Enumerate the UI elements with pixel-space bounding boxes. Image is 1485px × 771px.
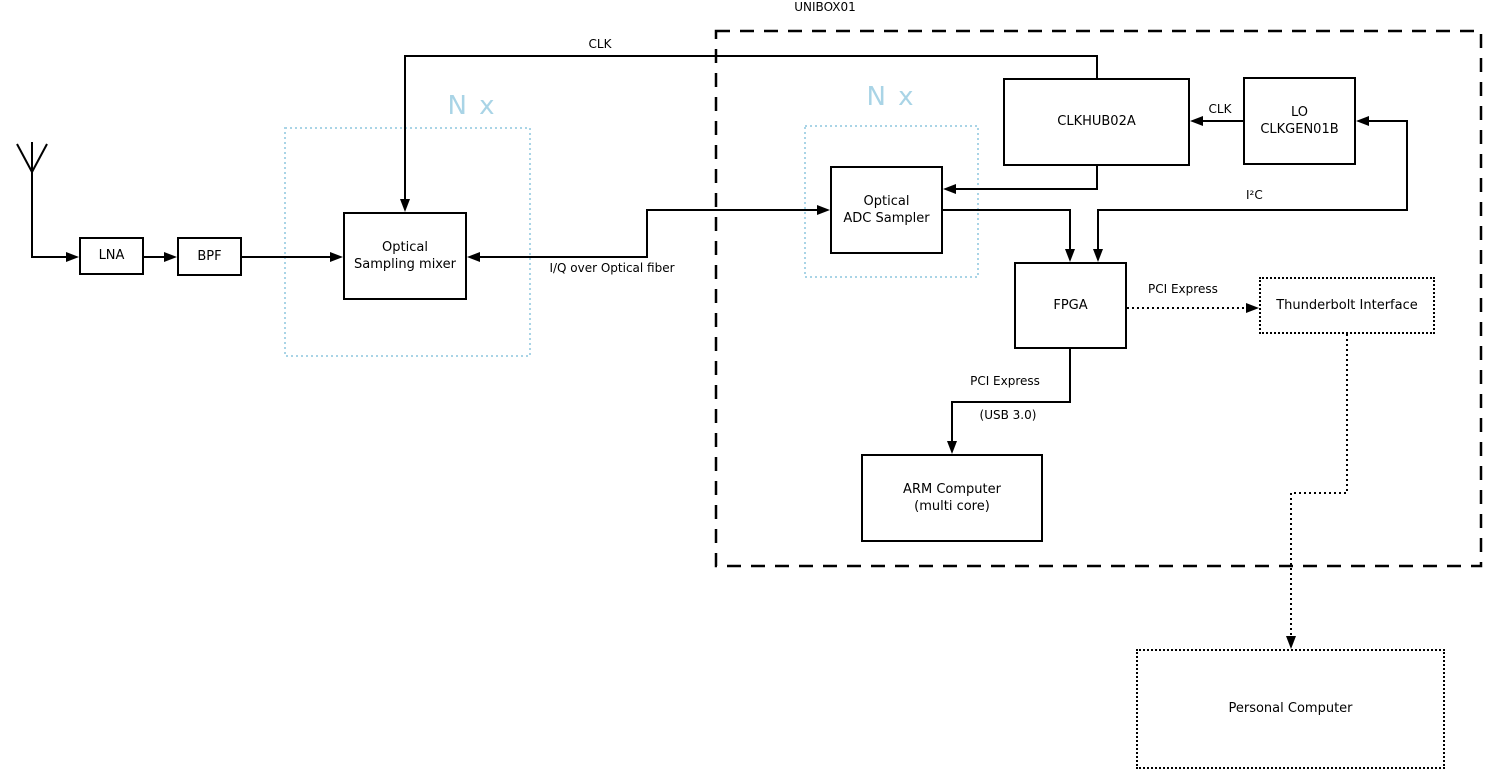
arrowheads	[66, 116, 1369, 649]
node-clkhub02a: CLKHUB02A	[1003, 78, 1190, 166]
node-optical-adc-sampler: Optical ADC Sampler	[830, 166, 943, 254]
edge-label-pci-express-arm: PCI Express	[970, 374, 1040, 388]
nx-right-dotted-boundary	[804, 125, 979, 278]
node-lo-clkgen01b: LO CLKGEN01B	[1243, 77, 1356, 165]
node-arm-computer: ARM Computer (multi core)	[861, 454, 1043, 542]
nx-multiplier-label-left: N x	[447, 91, 497, 121]
node-lo-clkgen01b-label: LO CLKGEN01B	[1260, 104, 1339, 137]
node-lna: LNA	[79, 237, 144, 275]
node-arm-computer-label: ARM Computer (multi core)	[903, 481, 1001, 514]
edge-label-i2c: I²C	[1246, 188, 1263, 202]
nx-multiplier-label-right: N x	[866, 82, 916, 112]
edge-label-usb: (USB 3.0)	[979, 408, 1037, 422]
node-bpf: BPF	[177, 237, 242, 276]
edge-thunderbolt-to-pc-dotted	[1290, 334, 1348, 640]
node-clkhub02a-label: CLKHUB02A	[1057, 114, 1136, 130]
edge-fpga-to-arm	[951, 349, 1071, 445]
nx-left-dotted-boundary	[284, 127, 531, 357]
edge-i2c-fpga-to-lo	[1097, 120, 1408, 253]
edge-label-pci-express-thunderbolt: PCI Express	[1148, 282, 1218, 296]
edge-label-iq-fiber: I/Q over Optical fiber	[549, 261, 675, 275]
unibox01-title: UNIBOX01	[794, 0, 856, 14]
edge-iq-optical-fiber	[471, 209, 820, 258]
node-personal-computer-label: Personal Computer	[1228, 701, 1353, 717]
node-optical-sampling-mixer-label: Optical Sampling mixer	[354, 239, 456, 272]
node-bpf-label: BPF	[197, 248, 222, 264]
antenna-icon	[16, 142, 70, 258]
node-optical-adc-sampler-label: Optical ADC Sampler	[843, 193, 930, 226]
node-thunderbolt-interface-label: Thunderbolt Interface	[1276, 297, 1418, 313]
node-thunderbolt-interface: Thunderbolt Interface	[1259, 277, 1435, 334]
node-optical-sampling-mixer: Optical Sampling mixer	[343, 212, 467, 300]
node-fpga: FPGA	[1014, 262, 1127, 349]
edge-label-clk-main: CLK	[588, 37, 612, 51]
edge-clk-distribution	[404, 55, 1098, 203]
node-personal-computer: Personal Computer	[1136, 649, 1445, 769]
node-lna-label: LNA	[98, 248, 125, 264]
edge-label-clk-lo-to-hub: CLK	[1208, 102, 1232, 116]
node-fpga-label: FPGA	[1053, 297, 1088, 313]
edge-adc-to-fpga	[943, 209, 1071, 253]
unibox01-dashed-boundary	[714, 29, 1483, 568]
